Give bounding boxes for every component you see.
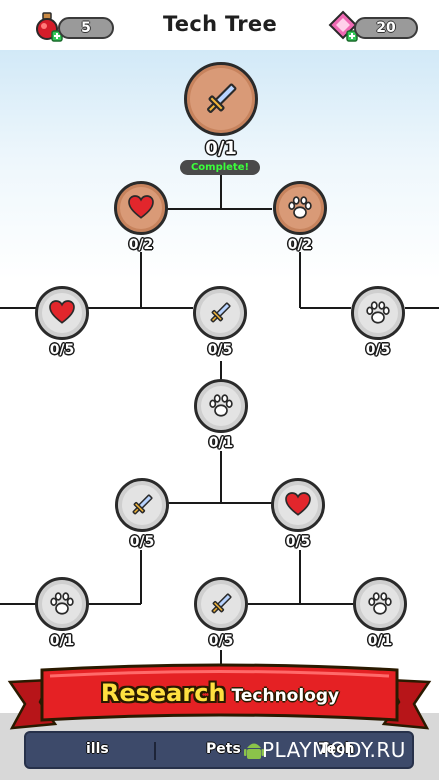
tech-node-root[interactable] [184,62,258,136]
tech-node-sword-7[interactable] [115,478,169,532]
technology-label: Technology [231,686,340,706]
paw-icon [368,592,392,615]
sword-icon [132,494,153,515]
tech-node-count: 0/5 [208,633,234,649]
tab-tech[interactable]: Tech [319,741,355,757]
gem-plus-icon [328,10,358,42]
paw-icon [209,394,233,417]
top-bar: 5 Tech Tree 20 [0,0,439,50]
heart-icon [285,492,311,516]
tech-node-paw-2[interactable] [273,181,327,235]
tech-node-count: 0/1 [367,633,393,649]
tech-node-heart-1[interactable] [114,181,168,235]
android-icon [244,743,264,759]
paw-icon [50,592,74,615]
tech-node-paw-9[interactable] [35,577,89,631]
paw-icon [366,301,390,324]
heart-icon [128,195,154,219]
tech-node-count: 0/2 [128,237,154,253]
tech-node-count: 0/5 [365,342,391,358]
tab-divider [154,742,156,760]
tech-node-sword-10[interactable] [194,577,248,631]
tech-node-count: 0/5 [285,534,311,550]
heart-icon [49,300,75,324]
tech-node-heart-8[interactable] [271,478,325,532]
sword-icon [207,83,237,113]
tab-pets[interactable]: Pets [206,741,241,757]
research-label: Research [100,679,226,707]
research-ribbon [7,663,432,730]
tab-skills[interactable]: ills [86,741,109,757]
potion-counter[interactable]: 5 [58,17,114,39]
sword-icon [211,593,232,614]
tech-node-count: 0/2 [287,237,313,253]
page-title: Tech Tree [162,12,278,36]
gem-counter[interactable]: 20 [354,17,418,39]
tech-node-root-count: 0/1 [205,138,237,159]
tech-node-count: 0/1 [49,633,75,649]
tab-bar: ills Pets Tech [24,731,414,769]
tech-node-paw-11[interactable] [353,577,407,631]
tech-node-count: 0/1 [208,435,234,451]
watermark-text: PLAYMODY.RU [262,738,406,762]
tech-node-paw-6[interactable] [194,379,248,433]
complete-badge: Complete! [180,160,260,175]
tech-node-count: 0/5 [129,534,155,550]
paw-icon [288,196,312,219]
tech-node-sword-4[interactable] [193,286,247,340]
tech-node-heart-3[interactable] [35,286,89,340]
tech-node-count: 0/5 [207,342,233,358]
tech-node-count: 0/5 [49,342,75,358]
tech-node-paw-5[interactable] [351,286,405,340]
sword-icon [210,302,231,323]
